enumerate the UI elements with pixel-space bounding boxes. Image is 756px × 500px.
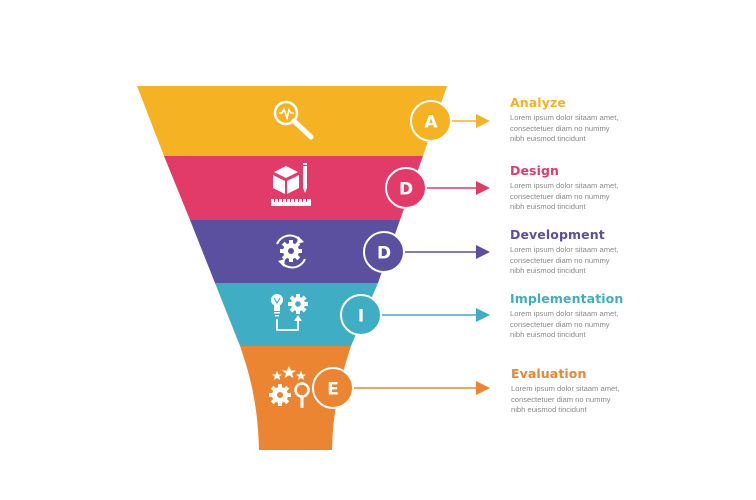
stage-letter: E	[327, 380, 339, 400]
arrow-right-icon	[476, 308, 490, 322]
description-line: nibh euismod tincidunt	[511, 405, 587, 414]
stage-title: Implementation	[510, 291, 624, 306]
funnel-band-implementation	[215, 283, 378, 346]
connector-evaluation	[353, 381, 490, 395]
connector-analyze	[451, 114, 490, 128]
description-line: consectetuer diam no nummy	[510, 191, 610, 201]
stars-gear-magnifier-icon	[269, 366, 310, 408]
description-line: nibh euismod tincidunt	[510, 266, 586, 275]
stage-letter: I	[358, 307, 364, 327]
description-line: Lorem ipsum dolor sitaam amet,	[511, 384, 620, 393]
stage-description: Lorem ipsum dolor sitaam amet, consectet…	[510, 113, 640, 145]
stage-description: Lorem ipsum dolor sitaam amet, consectet…	[510, 245, 640, 277]
stage-title: Design	[510, 163, 560, 178]
description-line: consectetuer diam no nummy	[511, 394, 611, 404]
stage-description: Lorem ipsum dolor sitaam amet, consectet…	[511, 384, 641, 416]
arrow-right-icon	[476, 245, 490, 259]
magnifier-pulse-icon	[273, 100, 314, 140]
stage-title: Development	[510, 227, 605, 242]
arrow-right-icon	[476, 181, 490, 195]
stage-title: Evaluation	[511, 366, 587, 381]
description-line: consectetuer diam no nummy	[510, 123, 610, 133]
description-line: consectetuer diam no nummy	[510, 255, 610, 265]
description-line: Lorem ipsum dolor sitaam amet,	[510, 245, 619, 254]
description-line: Lorem ipsum dolor sitaam amet,	[510, 181, 619, 190]
stage-badge-design: D	[385, 167, 427, 209]
connector-design	[426, 181, 490, 195]
description-line: consectetuer diam no nummy	[510, 319, 610, 329]
description-line: Lorem ipsum dolor sitaam amet,	[510, 309, 619, 318]
arrow-right-icon	[476, 114, 490, 128]
stage-description: Lorem ipsum dolor sitaam amet, consectet…	[510, 181, 640, 213]
description-line: Lorem ipsum dolor sitaam amet,	[510, 113, 619, 122]
description-line: nibh euismod tincidunt	[510, 202, 586, 211]
description-line: nibh euismod tincidunt	[510, 134, 586, 143]
stage-badge-evaluation: E	[312, 367, 354, 409]
description-line: nibh euismod tincidunt	[510, 330, 586, 339]
stage-label-design: Design Lorem ipsum dolor sitaam amet, co…	[510, 163, 640, 213]
stage-letter: D	[399, 180, 413, 200]
stage-label-evaluation: Evaluation Lorem ipsum dolor sitaam amet…	[511, 366, 641, 416]
cube-pencil-ruler-icon	[271, 163, 311, 206]
stage-letter: D	[377, 244, 391, 264]
arrow-right-icon	[476, 381, 490, 395]
stage-description: Lorem ipsum dolor sitaam amet, consectet…	[510, 309, 640, 341]
stage-badge-development: D	[363, 231, 405, 273]
stage-label-implementation: Implementation Lorem ipsum dolor sitaam …	[510, 291, 640, 341]
bulb-gear-flow-icon	[271, 294, 308, 331]
connector-implementation	[381, 308, 490, 322]
stage-label-development: Development Lorem ipsum dolor sitaam ame…	[510, 227, 640, 277]
stage-label-analyze: Analyze Lorem ipsum dolor sitaam amet, c…	[510, 95, 640, 145]
stage-badge-analyze: A	[410, 100, 452, 142]
stage-title: Analyze	[510, 95, 566, 110]
gear-cycle-icon	[276, 234, 306, 269]
connector-development	[404, 245, 490, 259]
stage-badge-implementation: I	[340, 294, 382, 336]
stage-letter: A	[424, 113, 438, 133]
